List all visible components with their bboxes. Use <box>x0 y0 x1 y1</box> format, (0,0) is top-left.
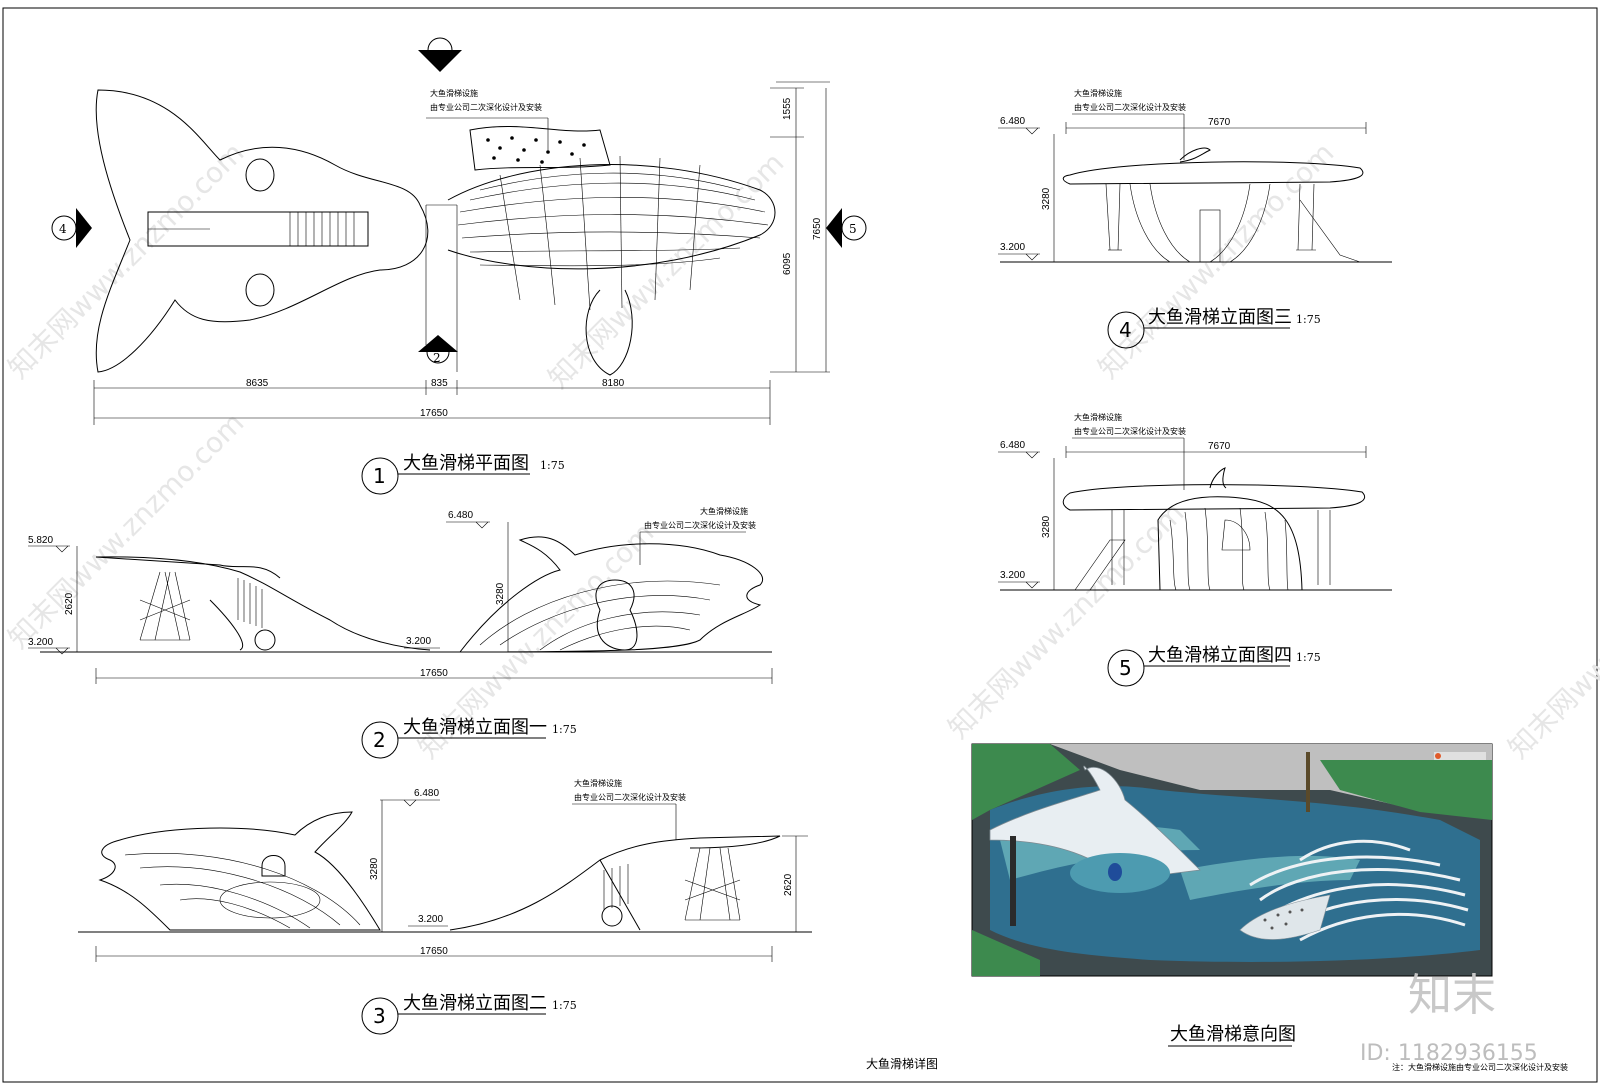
note-line-1: 大鱼滑梯设施 <box>1074 412 1122 422</box>
elevation-2: 6.480 3280 3.200 2620 大鱼滑梯设施 由专业公司二次深化设计… <box>78 778 812 1035</box>
note-line-1: 大鱼滑梯设施 <box>430 88 478 98</box>
dim-e2-h: 3280 <box>369 857 380 880</box>
note-line-1: 大鱼滑梯设施 <box>1074 88 1122 98</box>
view-number: 2 <box>373 728 386 752</box>
view-scale: 1:75 <box>540 459 565 472</box>
view-title: 大鱼滑梯立面图四 <box>1148 645 1292 666</box>
north-arrow-icon <box>418 50 462 72</box>
porthole <box>245 158 275 192</box>
note-line-1: 大鱼滑梯设施 <box>700 506 748 516</box>
marker-5-label: 5 <box>849 222 857 236</box>
render-title: 大鱼滑梯意向图 <box>1170 1024 1296 1045</box>
level-base: 3.200 <box>1000 242 1025 253</box>
view-number-circle <box>1107 649 1145 687</box>
watermark-text: 知末网www.znzmo.com <box>2 136 251 385</box>
view-number-circle <box>361 721 399 759</box>
view-number-circle <box>361 997 399 1035</box>
note-line-2: 由专业公司二次深化设计及安装 <box>644 520 756 530</box>
level-fish-top: 6.480 <box>448 510 473 521</box>
view-title: 大鱼滑梯立面图一 <box>403 717 547 738</box>
watermark-text: 知末网www.znzmo.com <box>942 496 1191 745</box>
view-number: 3 <box>373 1004 386 1028</box>
dim-e1-h: 2620 <box>64 592 75 615</box>
dim-plan-b: 835 <box>431 378 448 389</box>
watermark-text: 知末网www.znzmo.com <box>542 146 791 395</box>
note-line-2: 由专业公司二次深化设计及安装 <box>1074 102 1186 112</box>
porthole <box>601 905 623 927</box>
level-base: 3.200 <box>28 637 53 648</box>
view-number: 5 <box>1119 656 1132 680</box>
tail-slide <box>95 556 431 651</box>
dim-e3-h: 3280 <box>1041 187 1052 210</box>
dim-plan-c: 8180 <box>602 378 625 389</box>
view-title: 大鱼滑梯立面图二 <box>403 993 547 1014</box>
note-line-2: 由专业公司二次深化设计及安装 <box>430 102 542 112</box>
view-scale: 1:75 <box>1296 313 1321 326</box>
watermark-id: ID: 1182936155 <box>1360 1041 1538 1066</box>
sheet-title: 大鱼滑梯详图 <box>866 1056 938 1071</box>
dim-e1-total: 17650 <box>420 668 448 679</box>
elevation-4: 大鱼滑梯设施 由专业公司二次深化设计及安装 7670 6.480 3280 3.… <box>998 412 1392 687</box>
dim-e4-h: 3280 <box>1041 515 1052 538</box>
brand-logo: 知末 <box>1408 970 1496 1021</box>
render-view <box>971 743 1493 977</box>
dim-e1-fish-h: 3280 <box>495 582 506 605</box>
watermark-layer: 知末网www.znzmo.com 知末网www.znzmo.com 知末网www… <box>2 136 1600 765</box>
view-number: 1 <box>373 464 386 488</box>
note-line-2: 由专业公司二次深化设计及安装 <box>1074 426 1186 436</box>
view-title: 大鱼滑梯立面图三 <box>1148 307 1292 328</box>
view-number-circle <box>361 457 399 495</box>
note-line-2: 由专业公司二次深化设计及安装 <box>574 792 686 802</box>
dim-plan-a: 8635 <box>246 378 269 389</box>
view-number: 4 <box>1119 318 1132 342</box>
sheet-border <box>2 7 1598 1083</box>
elevation-1: 5.820 3.200 2620 <box>28 506 773 759</box>
dim-plan-v3: 7650 <box>812 217 823 240</box>
footnote: 注：大鱼滑梯设施由专业公司二次深化设计及安装 <box>1392 1062 1568 1072</box>
level-base: 3.200 <box>1000 570 1025 581</box>
note-line-1: 大鱼滑梯设施 <box>574 778 622 788</box>
porthole <box>245 273 275 307</box>
watermark-text: 知末网www.znzmo.com <box>1502 516 1600 765</box>
view-scale: 1:75 <box>552 999 577 1012</box>
swing <box>139 571 191 641</box>
dim-e2-right-h: 2620 <box>783 873 794 896</box>
level-top: 6.480 <box>1000 116 1025 127</box>
elevation-3: 大鱼滑梯设施 由专业公司二次深化设计及安装 7670 6.480 3280 3.… <box>998 88 1392 349</box>
dim-e3-w: 7670 <box>1208 117 1231 128</box>
watermark-text: 知末网www.znzmo.com <box>2 406 251 655</box>
dim-plan-v2: 6095 <box>782 252 793 275</box>
porthole <box>254 629 276 651</box>
view-title: 大鱼滑梯平面图 <box>403 453 529 474</box>
level-base2: 3.200 <box>406 636 431 647</box>
marker-2-label: 2 <box>433 351 441 365</box>
level-top: 5.820 <box>28 535 53 546</box>
dim-plan-v1: 1555 <box>782 97 793 120</box>
swing <box>684 847 741 921</box>
dim-plan-total: 17650 <box>420 408 448 419</box>
view-number-circle <box>1107 311 1145 349</box>
ladder-rungs <box>289 212 355 246</box>
fish-elevation-1 <box>458 536 763 653</box>
view-scale: 1:75 <box>1296 651 1321 664</box>
level-top: 6.480 <box>1000 440 1025 451</box>
level-base: 3.200 <box>418 914 443 925</box>
dim-e2-total: 17650 <box>420 946 448 957</box>
dim-e4-w: 7670 <box>1208 441 1231 452</box>
view-scale: 1:75 <box>552 723 577 736</box>
level-top: 6.480 <box>414 788 439 799</box>
fish-elevation-2 <box>98 811 381 931</box>
whale-tail-plan <box>95 89 429 373</box>
marker-4-label: 4 <box>59 222 67 236</box>
plan-view: 大鱼滑梯设施 由专业公司二次深化设计及安装 1555 6095 7650 863… <box>51 37 867 495</box>
fish-body-plan <box>447 125 776 376</box>
